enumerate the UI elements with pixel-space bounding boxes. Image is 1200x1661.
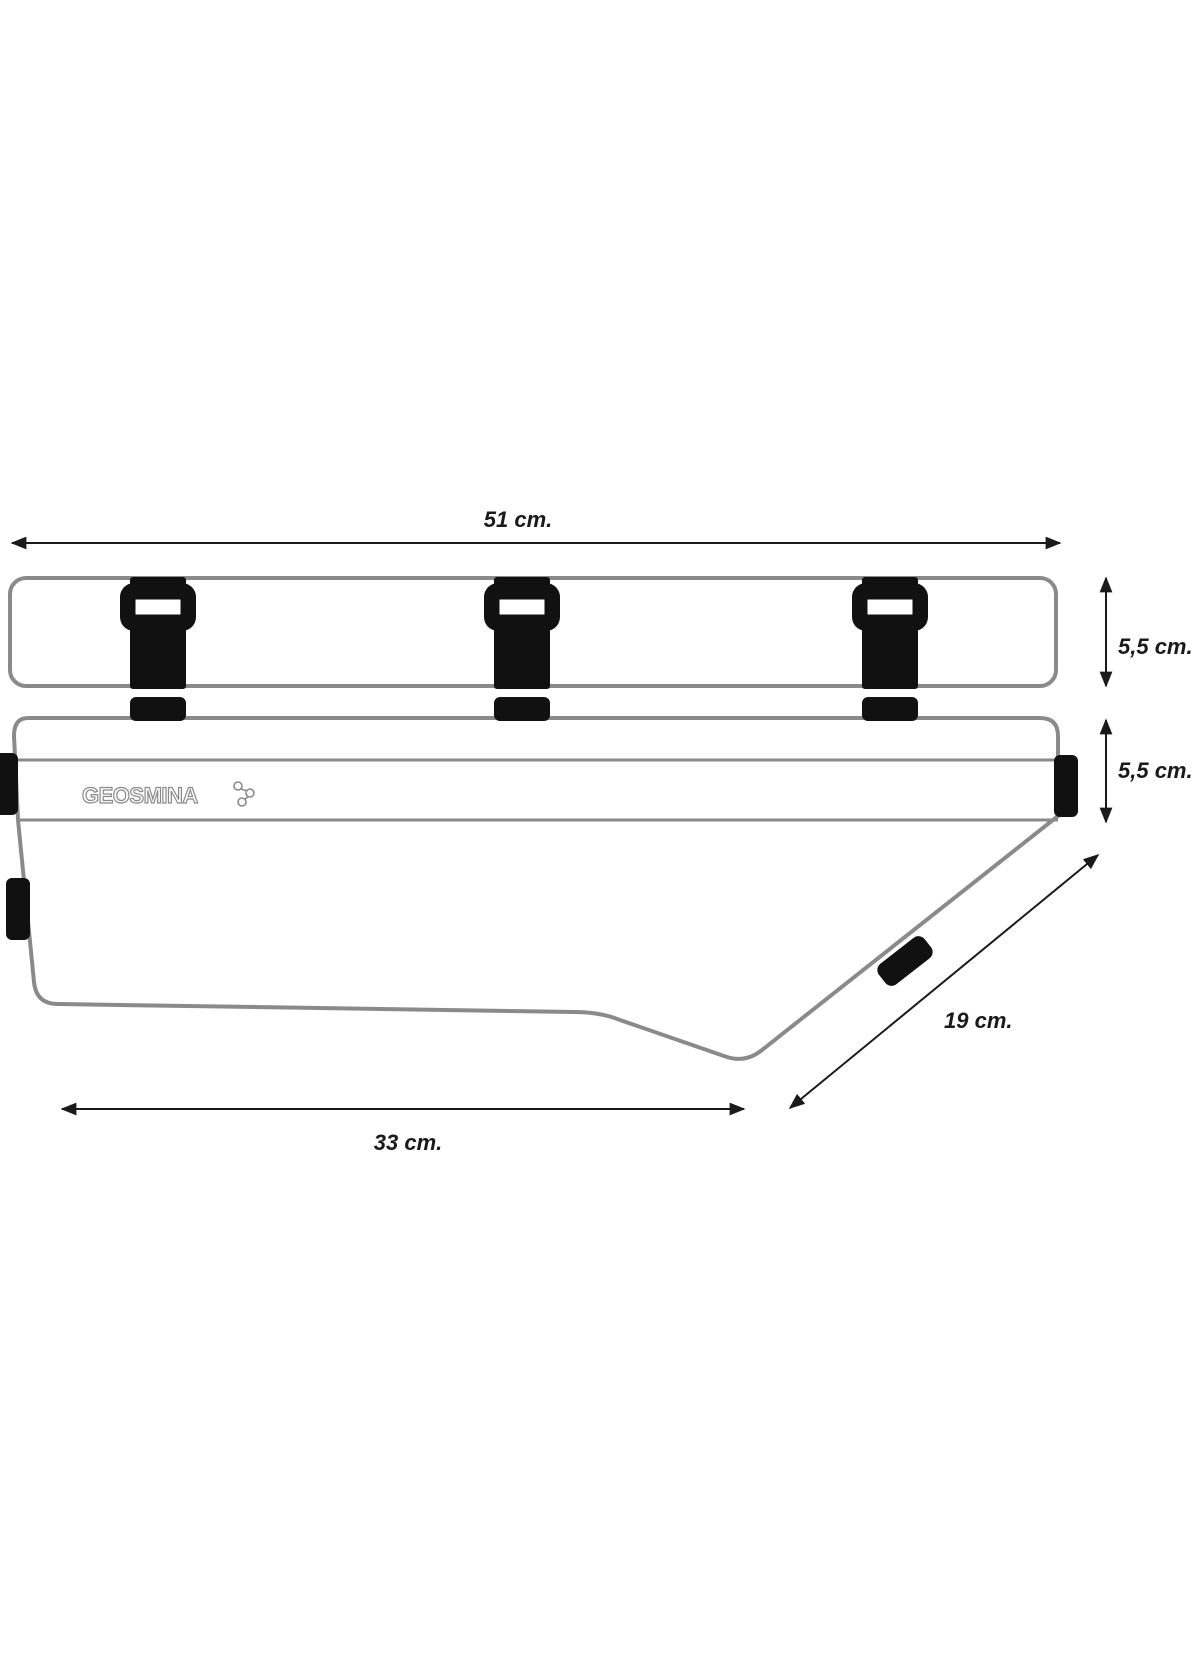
dimension-bottom-length: 33 cm. [60, 1102, 746, 1155]
brand-name: GEOSMINA [82, 783, 198, 808]
side-tab-left-upper [0, 753, 18, 815]
side-tab-right [1054, 755, 1078, 817]
label-body-band-height: 5,5 cm. [1118, 758, 1193, 783]
brand-logo: GEOSMINA [81, 781, 255, 809]
strap-left-anchor [130, 697, 186, 721]
label-bottom-length: 33 cm. [374, 1130, 443, 1155]
strap-right [852, 577, 928, 721]
dimension-top-width: 51 cm. [10, 507, 1062, 550]
side-tab-left-lower [6, 878, 30, 940]
bag-body-outline [11, 716, 1060, 1061]
dimension-body-band-height: 5,5 cm. [1099, 718, 1193, 824]
bag-body [11, 716, 1060, 1061]
buckle-right [864, 596, 916, 618]
strap-center [484, 577, 560, 721]
strap-right-anchor [862, 697, 918, 721]
label-slant-length: 19 cm. [944, 1008, 1013, 1033]
buckle-left [132, 596, 184, 618]
label-top-width: 51 cm. [484, 507, 553, 532]
label-top-panel-height: 5,5 cm. [1118, 634, 1193, 659]
strap-center-anchor [494, 697, 550, 721]
strap-left [120, 577, 196, 721]
dimension-top-panel-height: 5,5 cm. [1099, 576, 1193, 688]
buckle-center [496, 596, 548, 618]
molecule-icon [233, 781, 255, 807]
dimension-slant-length: 19 cm. [788, 853, 1100, 1110]
